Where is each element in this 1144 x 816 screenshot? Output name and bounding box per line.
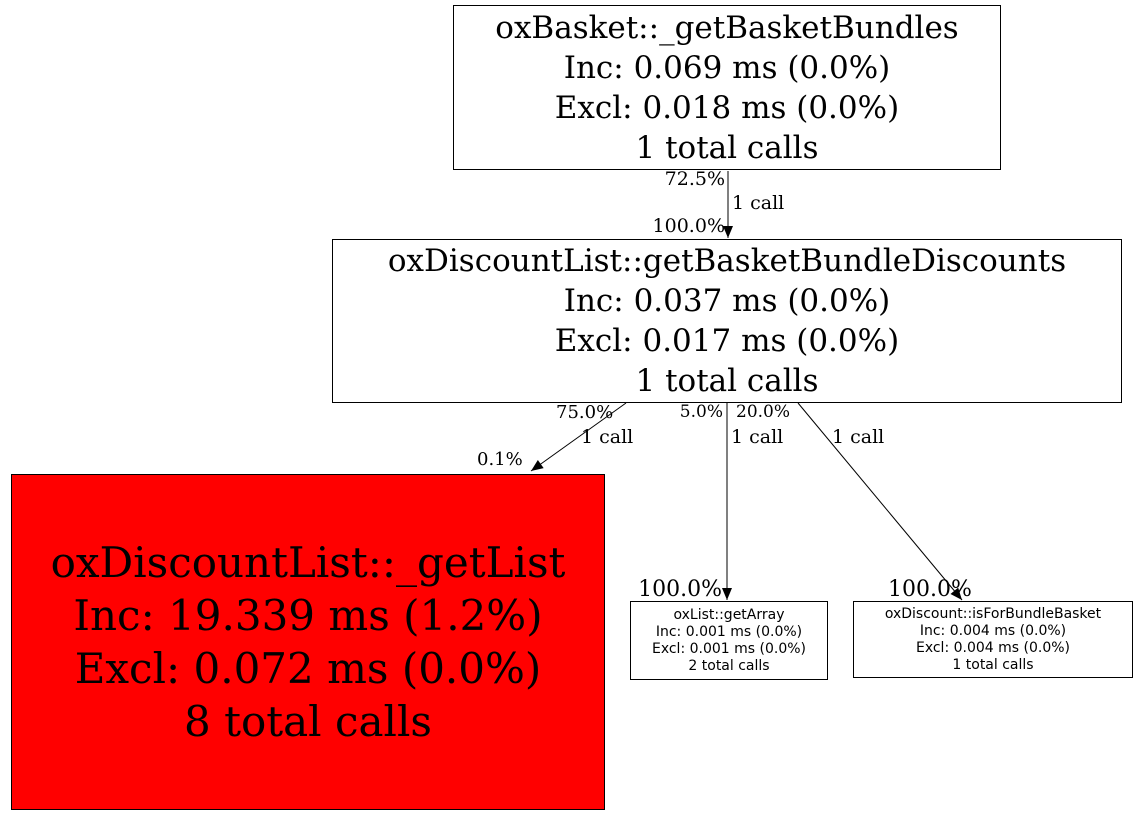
edge-label-call-count: 1 call [732,192,785,214]
node-oxlist-getarray: oxList::getArray Inc: 0.001 ms (0.0%) Ex… [630,601,828,680]
total-calls: 8 total calls [184,697,432,746]
edge-label-percent-out: 5.0% [679,402,723,422]
inclusive-time: Inc: 0.037 ms (0.0%) [563,283,891,319]
function-name: oxList::getArray [673,606,785,623]
edge-label-percent-out: 75.0% [556,402,614,423]
edge-bundlediscounts-to-getlist [530,402,627,472]
total-calls: 1 total calls [635,129,819,166]
edge-label-percent-in: 100.0% [638,577,722,602]
inclusive-time: Inc: 0.004 ms (0.0%) [919,622,1067,639]
edge-bundlediscounts-to-isforbundlebasket [797,402,963,601]
node-oxdiscountlist-getbasketbundlediscounts: oxDiscountList::getBasketBundleDiscounts… [332,239,1122,403]
node-oxbasket-getbasketbundles: oxBasket::_getBasketBundles Inc: 0.069 m… [453,5,1001,170]
function-name: oxDiscountList::_getList [50,538,566,587]
edge-label-percent-out: 20.0% [736,402,791,422]
node-oxdiscountlist-getlist-hot: oxDiscountList::_getList Inc: 19.339 ms … [11,474,605,810]
function-name: oxDiscountList::getBasketBundleDiscounts [387,243,1067,279]
inclusive-time: Inc: 19.339 ms (1.2%) [73,591,543,640]
inclusive-time: Inc: 0.001 ms (0.0%) [655,623,803,640]
total-calls: 1 total calls [635,363,819,399]
exclusive-time: Excl: 0.072 ms (0.0%) [74,644,542,693]
edge-label-percent-out: 72.5% [664,168,725,190]
edge-label-call-count: 1 call [581,426,634,448]
total-calls: 2 total calls [688,657,770,674]
edge-label-percent-in: 100.0% [652,215,725,237]
exclusive-time: Excl: 0.001 ms (0.0%) [651,640,807,657]
edge-label-call-count: 1 call [832,426,885,448]
edge-label-call-count: 1 call [731,426,784,448]
function-name: oxBasket::_getBasketBundles [495,9,959,46]
function-name: oxDiscount::isForBundleBasket [884,605,1102,622]
edge-label-percent-in: 100.0% [888,577,972,602]
inclusive-time: Inc: 0.069 ms (0.0%) [563,49,891,86]
total-calls: 1 total calls [952,656,1034,673]
edge-label-percent-in: 0.1% [477,449,523,470]
exclusive-time: Excl: 0.004 ms (0.0%) [915,639,1071,656]
node-oxdiscount-isforbundlebasket: oxDiscount::isForBundleBasket Inc: 0.004… [853,601,1133,678]
exclusive-time: Excl: 0.018 ms (0.0%) [554,89,900,126]
exclusive-time: Excl: 0.017 ms (0.0%) [554,323,900,359]
